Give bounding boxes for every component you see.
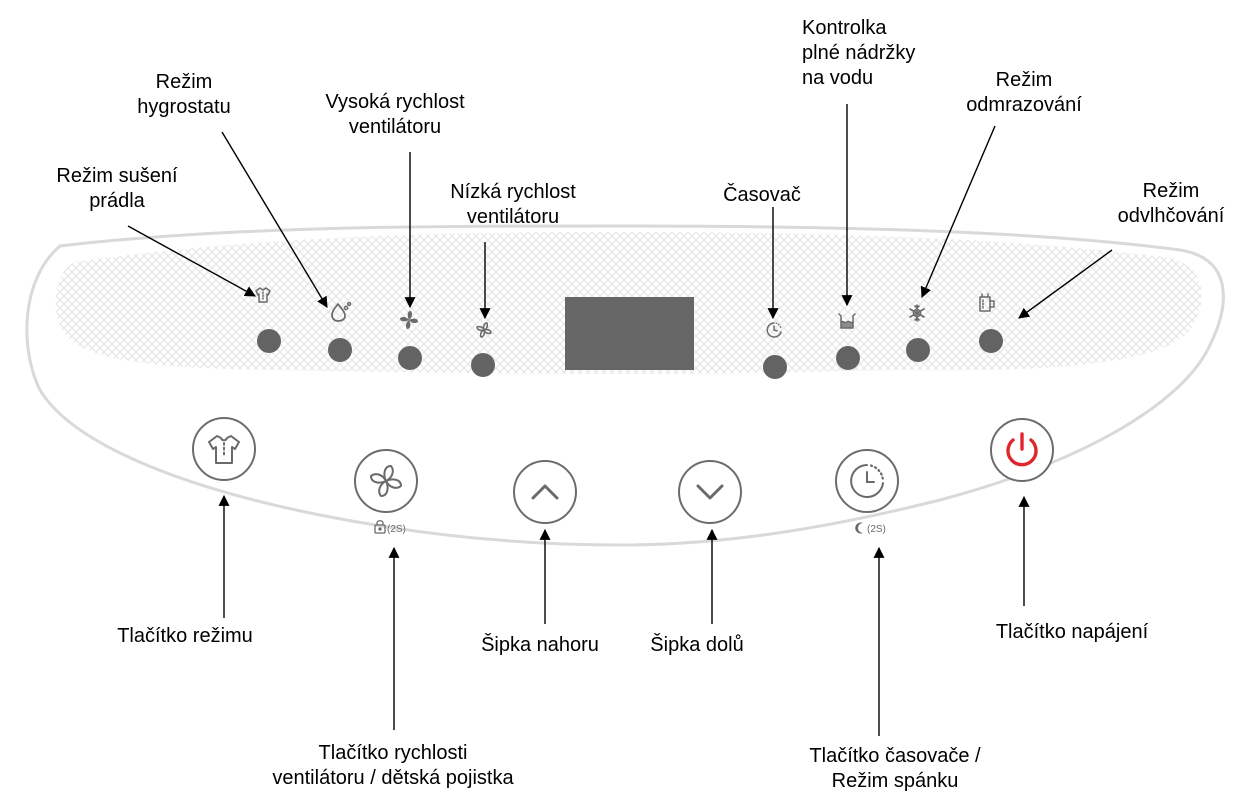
- label-tank-line1: Kontrolka: [802, 17, 887, 39]
- label-timer-line1: Časovač: [723, 184, 801, 206]
- label-high-fan-line1: Vysoká rychlost: [325, 91, 465, 113]
- label-defrost: Režim odmrazování: [966, 68, 1082, 118]
- arrow-drying: [127, 225, 256, 297]
- indicator-dots: [257, 329, 1003, 379]
- label-high-fan-line2: ventilátoru: [348, 116, 442, 138]
- label-fan-button: Tlačítko rychlosti ventilátoru / dětská …: [272, 741, 513, 791]
- snowflake-icon: [909, 304, 925, 322]
- power-icon: [1006, 432, 1038, 467]
- fan-icon: [370, 465, 402, 497]
- label-drying: Režim sušení prádla: [56, 164, 177, 214]
- chevron-up-icon: [531, 484, 559, 500]
- arrow-hygrostat: [221, 131, 328, 308]
- label-up-arrow: Šipka nahoru: [481, 633, 599, 658]
- label-power-button: Tlačítko napájení: [996, 620, 1148, 645]
- label-power-button-line1: Tlačítko napájení: [995, 621, 1149, 643]
- label-fan-button-line1: Tlačítko rychlosti: [318, 742, 468, 764]
- label-timer: Časovač: [723, 183, 801, 208]
- tank-icon: [838, 313, 856, 329]
- chevron-down-icon: [696, 484, 724, 500]
- label-hygrostat-line2: hygrostatu: [137, 96, 231, 118]
- label-mode-button: Tlačítko režimu: [117, 624, 253, 649]
- label-high-fan: Vysoká rychlost ventilátoru: [325, 90, 464, 140]
- label-defrost-line1: Režim: [995, 69, 1053, 91]
- label-drying-line1: Režim sušení: [56, 165, 178, 187]
- shirt-icon: [208, 435, 240, 464]
- tank-indicator-led: [836, 346, 860, 370]
- power-button[interactable]: [990, 418, 1054, 482]
- label-low-fan-line2: ventilátoru: [466, 206, 560, 228]
- label-dehumidify-line1: Režim: [1142, 180, 1200, 202]
- label-up-arrow-line1: Šipka nahoru: [481, 634, 599, 656]
- label-tank-line3: na vodu: [802, 67, 874, 89]
- label-low-fan-line1: Nízká rychlost: [450, 181, 576, 203]
- sleep-hold-text: (2S): [867, 524, 886, 535]
- high-fan-indicator-led: [398, 346, 422, 370]
- timer-button[interactable]: [835, 449, 899, 513]
- down-arrow-button[interactable]: [678, 460, 742, 524]
- dehumidifier-icon: [979, 293, 995, 312]
- label-drying-line2: prádla: [89, 190, 145, 212]
- label-timer-button-line1: Tlačítko časovače /: [809, 745, 981, 767]
- low-fan-indicator-led: [471, 353, 495, 377]
- lock-icon: [374, 520, 386, 534]
- label-timer-button-line2: Režim spánku: [831, 770, 959, 792]
- clock-icon: [850, 464, 884, 498]
- label-tank-line2: plné nádržky: [802, 42, 916, 64]
- droplet-icon: [331, 301, 352, 322]
- drying-indicator-led: [257, 329, 281, 353]
- label-tank-full: Kontrolka plné nádržky na vodu: [802, 16, 915, 91]
- hygrostat-indicator-led: [328, 338, 352, 362]
- shirt-icon: [255, 287, 271, 303]
- label-down-arrow-line1: Šipka dolů: [650, 634, 744, 656]
- fan-button[interactable]: [354, 449, 418, 513]
- fan-icon: [400, 311, 418, 329]
- label-timer-button: Tlačítko časovače / Režim spánku: [809, 744, 980, 794]
- mode-button[interactable]: [192, 417, 256, 481]
- label-down-arrow: Šipka dolů: [650, 633, 743, 658]
- fan-small-icon: [476, 322, 492, 338]
- label-dehumidify: Režim odvlhčování: [1118, 179, 1225, 229]
- dehumidify-indicator-led: [979, 329, 1003, 353]
- lock-hold-text: (2S): [387, 524, 406, 535]
- label-hygrostat-line1: Režim: [155, 71, 213, 93]
- defrost-indicator-led: [906, 338, 930, 362]
- up-arrow-button[interactable]: [513, 460, 577, 524]
- lcd-display: [565, 297, 694, 370]
- moon-icon: [855, 522, 863, 534]
- label-low-fan: Nízká rychlost ventilátoru: [450, 180, 576, 230]
- arrow-defrost: [920, 125, 996, 299]
- timer-indicator-led: [763, 355, 787, 379]
- label-defrost-line2: odmrazování: [966, 94, 1082, 116]
- arrow-dehumidify: [1018, 249, 1113, 319]
- label-hygrostat: Režim hygrostatu: [137, 70, 230, 120]
- label-fan-button-line2: ventilátoru / dětská pojistka: [272, 767, 514, 789]
- label-dehumidify-line2: odvlhčování: [1117, 205, 1225, 227]
- label-mode-button-line1: Tlačítko režimu: [117, 625, 253, 647]
- clock-icon: [766, 322, 782, 338]
